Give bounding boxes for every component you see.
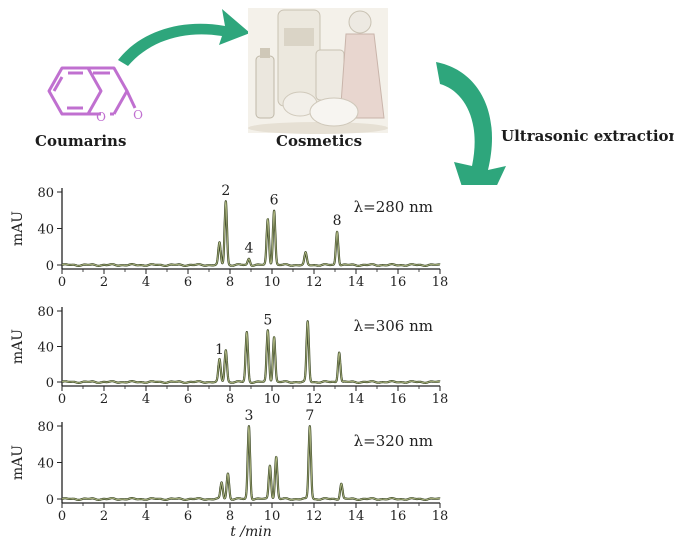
chromatogram-panel-1: 0 2 4 6 8 10 12 14 16 18 0 40 80 mAU λ=280 nm 2 4 6 8 <box>10 183 448 290</box>
ultrasonic-extraction-label: Ultrasonic extraction <box>501 127 674 145</box>
peak-label-1: 1 <box>215 342 224 358</box>
panel-title: λ=280 nm <box>354 198 433 216</box>
x-tick-label: 16 <box>390 509 407 524</box>
x-tick-label: 14 <box>348 275 365 290</box>
peak-label-5: 5 <box>263 313 272 329</box>
curved-arrow-1-icon <box>118 9 250 66</box>
chromatogram-panel-3: 0 2 4 6 8 10 12 14 16 18 0 40 80 mAU λ=320 nm 3 7 <box>10 408 448 524</box>
x-tick-label: 0 <box>58 275 66 290</box>
x-tick-label: 0 <box>58 509 66 524</box>
cosmetics-photo <box>248 8 388 134</box>
curved-arrow-2-icon <box>436 62 506 185</box>
x-tick-label: 18 <box>432 275 449 290</box>
x-tick-label: 2 <box>100 509 108 524</box>
x-tick-label: 12 <box>306 392 323 407</box>
x-tick-label: 12 <box>306 509 323 524</box>
x-tick-label: 8 <box>226 392 234 407</box>
peak-label-6: 6 <box>270 192 279 208</box>
x-tick-label: 8 <box>226 509 234 524</box>
x-tick-label: 16 <box>390 275 407 290</box>
panel-title: λ=306 nm <box>354 317 433 335</box>
x-tick-label: 18 <box>432 392 449 407</box>
peak-label-8: 8 <box>333 213 342 229</box>
coumarins-label: Coumarins <box>35 132 127 150</box>
x-tick-label: 6 <box>184 509 192 524</box>
x-tick-label: 0 <box>58 392 66 407</box>
x-tick-label: 4 <box>142 392 150 407</box>
trace-highlight <box>61 321 441 384</box>
peak-label-4: 4 <box>244 241 253 257</box>
y-tick-label: 40 <box>37 457 54 472</box>
x-tick-label: 4 <box>142 509 150 524</box>
x-tick-label: 2 <box>100 392 108 407</box>
cosmetics-label: Cosmetics <box>276 132 363 150</box>
x-tick-label: 14 <box>348 509 365 524</box>
chromatogram-panel-2: 0 2 4 6 8 10 12 14 16 18 0 40 80 mAU λ=306 nm 1 5 <box>10 305 448 407</box>
x-tick-label: 16 <box>390 392 407 407</box>
x-tick-label: 18 <box>432 509 449 524</box>
x-axis-label: t /min <box>230 524 272 537</box>
carbonyl-oxygen-label: O <box>133 108 143 122</box>
peak-label-7: 7 <box>305 408 314 424</box>
y-axis-label: mAU <box>10 211 26 246</box>
peak-label-2: 2 <box>221 183 230 199</box>
y-tick-label: 0 <box>46 376 54 391</box>
trace-highlight <box>61 201 441 267</box>
y-tick-label: 40 <box>37 223 54 238</box>
x-tick-label: 10 <box>264 275 281 290</box>
x-tick-label: 10 <box>264 392 281 407</box>
y-axis-label: mAU <box>10 329 26 364</box>
x-tick-label: 14 <box>348 392 365 407</box>
coumarin-structure-icon <box>47 66 137 116</box>
y-tick-label: 80 <box>37 305 54 320</box>
y-axis-label: mAU <box>10 445 26 480</box>
x-tick-label: 2 <box>100 275 108 290</box>
y-tick-label: 0 <box>46 493 54 508</box>
x-tick-label: 10 <box>264 509 281 524</box>
peak-label-3: 3 <box>244 408 253 424</box>
x-tick-label: 8 <box>226 275 234 290</box>
trace-highlight <box>61 426 441 501</box>
x-tick-label: 6 <box>184 392 192 407</box>
panel-title: λ=320 nm <box>354 432 433 450</box>
x-tick-label: 6 <box>184 275 192 290</box>
x-tick-label: 12 <box>306 275 323 290</box>
y-tick-label: 0 <box>46 259 54 274</box>
y-tick-label: 80 <box>37 420 54 435</box>
workflow-diagram: O O <box>47 8 506 185</box>
x-tick-label: 4 <box>142 275 150 290</box>
y-tick-label: 80 <box>37 186 54 201</box>
ring-oxygen-label: O <box>96 110 106 124</box>
y-tick-label: 40 <box>37 341 54 356</box>
